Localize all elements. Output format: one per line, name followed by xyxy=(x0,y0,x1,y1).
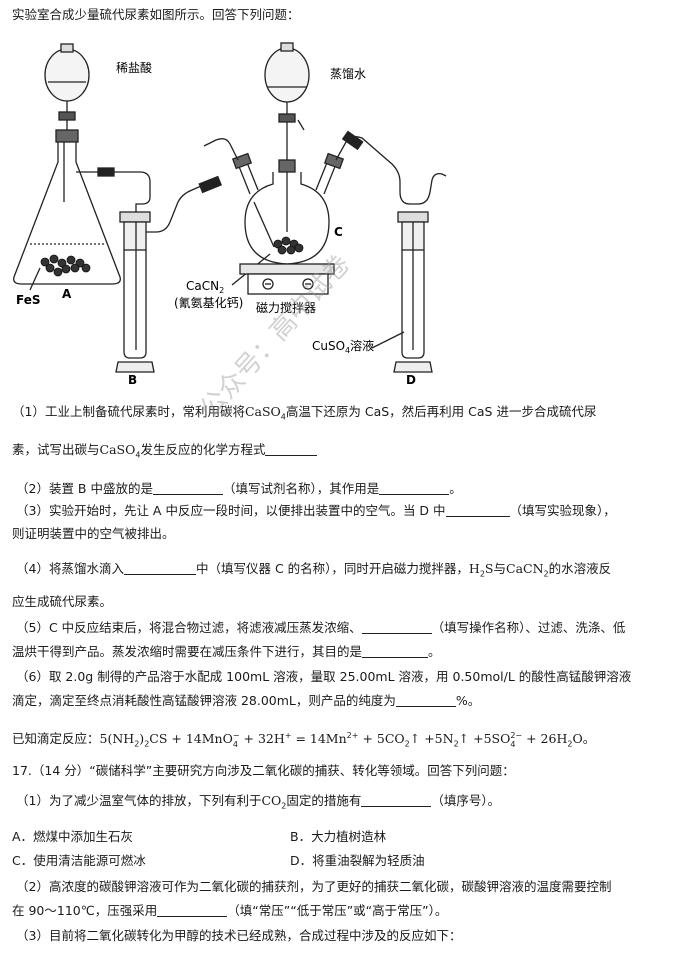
q17-p2-pressure-blank[interactable] xyxy=(157,903,228,917)
q2-purpose-blank[interactable] xyxy=(379,481,450,495)
q5-purpose-blank[interactable] xyxy=(362,644,429,658)
label-cuso4: CuSO4溶液 xyxy=(312,338,374,355)
label-a: A xyxy=(62,287,72,301)
label-dilute-hcl: 稀盐酸 xyxy=(116,60,152,75)
apparatus-d xyxy=(371,172,447,373)
label-c: C xyxy=(334,225,343,239)
apparatus-c xyxy=(203,42,401,295)
q17-p2-line2: 在 90～110℃，压强采用（填“常压”“低于常压”或“高于常压”）。 xyxy=(12,903,448,918)
q1-line1: （1）工业上制备硫代尿素时，常利用碳将CaSO4高温下还原为 CaS，然后再利用… xyxy=(12,404,597,422)
q2-line: （2）装置 B 中盛放的是（填写试剂名称），其作用是。 xyxy=(16,481,462,496)
q1-line2: 素，试写出碳与CaSO4发生反应的化学方程式 xyxy=(12,441,318,465)
q17-p1-answer-blank[interactable] xyxy=(361,793,432,807)
option-b: B．大力植树造林 xyxy=(290,829,387,844)
q3-phenomenon-blank[interactable] xyxy=(445,503,510,517)
label-cacn2-name: (氰氨基化钙) xyxy=(174,295,243,310)
q3-line1: （3）实验开始时，先让 A 中反应一段时间，以便排出装置中的空气。当 D 中（填… xyxy=(16,503,616,518)
option-a: A．燃煤中添加生石灰 xyxy=(12,829,134,844)
label-d: D xyxy=(406,373,416,387)
label-distilled-water: 蒸馏水 xyxy=(330,67,366,81)
option-c: C．使用清洁能源可燃冰 xyxy=(12,853,146,868)
q17-p2-line1: （2）高浓度的碳酸钾溶液可作为二氧化碳的捕获剂，为了更好的捕获二氧化碳，碳酸钾溶… xyxy=(16,879,612,894)
q5-line2: 温烘干得到产品。蒸发浓缩时需要在减压条件下进行，其目的是。 xyxy=(12,644,441,659)
q17-p3: （3）目前将二氧化碳转化为甲醇的技术已经成熟，合成过程中涉及的反应如下： xyxy=(16,928,462,943)
q17-p1: （1）为了减少温室气体的排放，下列有利于CO2固定的措施有（填序号）。 xyxy=(16,793,501,811)
titration-equation: 已知滴定反应：5(NH2)2CS + 14MnO−4 + 32H+ = 14Mn… xyxy=(12,730,596,749)
label-stirrer: 磁力搅拌器 xyxy=(256,300,316,315)
q6-purity-blank[interactable] xyxy=(395,693,456,707)
q3-line2: 则证明装置中的空气被排出。 xyxy=(12,526,175,541)
q4-line1: （4）将蒸馏水滴入中（填写仪器 C 的名称），同时开启磁力搅拌器，H2S与CaC… xyxy=(16,561,612,579)
apparatus-b xyxy=(115,175,222,373)
option-d: D．将重油裂解为轻质油 xyxy=(290,853,425,868)
apparatus-a xyxy=(13,43,151,291)
intro-text: 实验室合成少量硫代尿素如图所示。回答下列问题： xyxy=(12,7,300,22)
q17-header: 17.（14 分）“碳储科学”主要研究方向涉及二氧化碳的捕获、转化等领域。回答下… xyxy=(12,763,515,778)
q5-line1: （5）C 中反应结束后，将混合物过滤，将滤液减压蒸发浓缩、（填写操作名称）、过滤… xyxy=(16,620,626,635)
apparatus-figure: 稀盐酸 蒸馏水 FeS A B C D CaCN2 (氰氨基化钙) 磁力搅拌器 … xyxy=(13,42,447,387)
label-fes: FeS xyxy=(16,293,41,307)
q2-reagent-blank[interactable] xyxy=(152,481,223,495)
q5-operation-blank[interactable] xyxy=(361,620,432,634)
q4-line2: 应生成硫代尿素。 xyxy=(12,594,113,609)
label-b: B xyxy=(128,373,137,387)
q4-instrument-blank[interactable] xyxy=(123,561,196,575)
q6-line2: 滴定，滴定至终点消耗酸性高锰酸钾溶液 28.00mL，则产品的纯度为%。 xyxy=(12,693,481,708)
q1-answer-blank[interactable] xyxy=(265,442,318,456)
q6-line1: （6）取 2.0g 制得的产品溶于水配成 100mL 溶液，量取 25.00mL… xyxy=(16,669,632,684)
label-cacn2: CaCN2 xyxy=(186,279,224,295)
